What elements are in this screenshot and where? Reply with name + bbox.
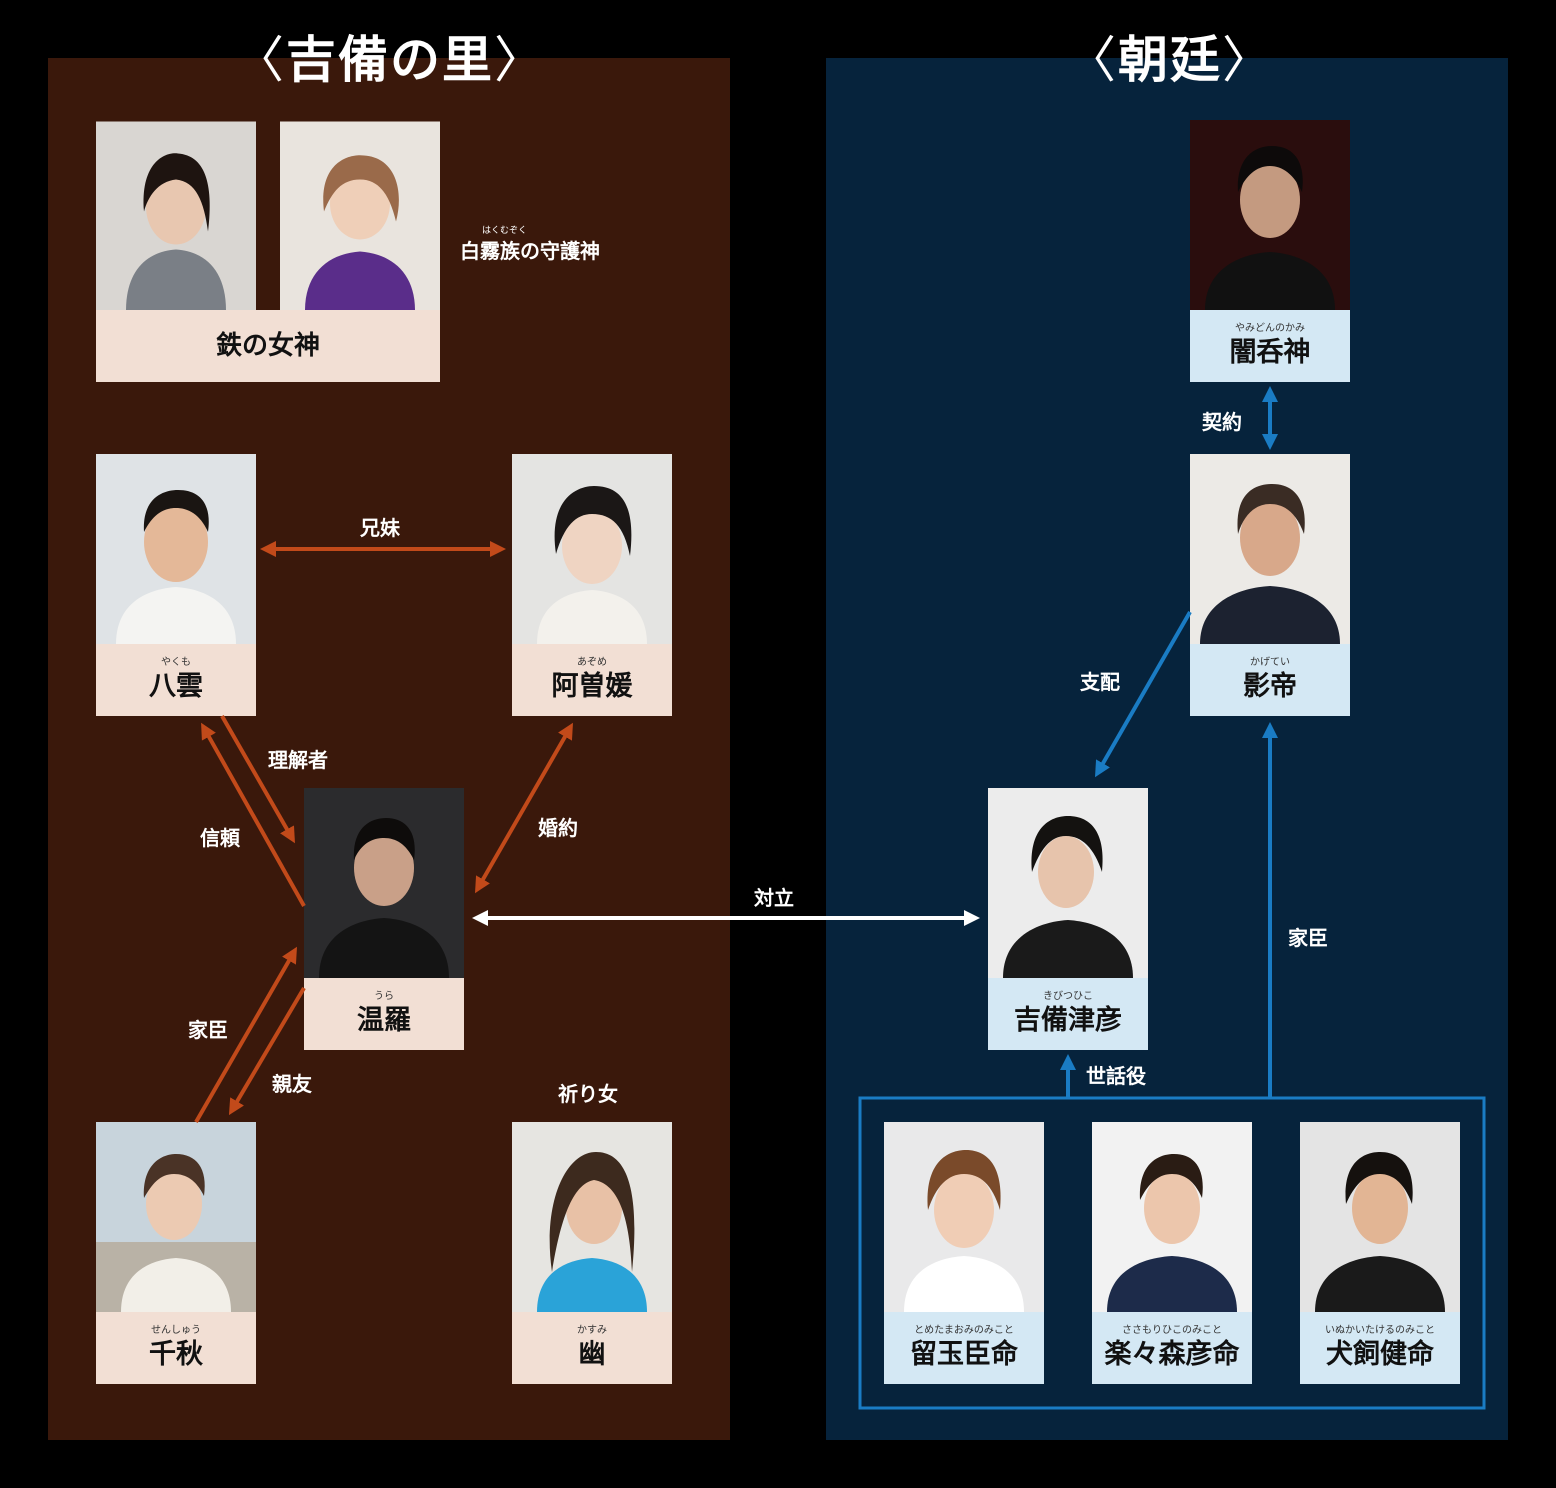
person-silhouette-icon	[1300, 1122, 1460, 1312]
inukai-plate: いぬかいたけるのみこと 犬飼健命	[1300, 1312, 1460, 1384]
inukai-photo	[1300, 1122, 1460, 1312]
court-title: 〈朝廷〉	[1066, 30, 1274, 89]
azome-plate: あぞめ 阿曽媛	[512, 644, 672, 716]
kasumi-photo	[512, 1122, 672, 1312]
ura-plate: うら 温羅	[304, 978, 464, 1050]
label-best-friend: 親友	[272, 1072, 312, 1096]
person-silhouette-icon	[1190, 120, 1350, 310]
label-rivalry: 対立	[754, 886, 794, 910]
label-siblings: 兄妹	[360, 516, 400, 540]
tometama-plate: とめたまおみのみこと 留玉臣命	[884, 1312, 1044, 1384]
label-contract: 契約	[1202, 410, 1242, 434]
kibitsuhiko-photo	[988, 788, 1148, 978]
label-retainer-right: 家臣	[1288, 926, 1328, 950]
sasamori-plate: ささもりひこのみこと 楽々森彦命	[1092, 1312, 1252, 1384]
label-kasumi-role: 祈り女	[558, 1082, 618, 1106]
yakumo-photo	[96, 454, 256, 644]
person-silhouette-icon	[304, 788, 464, 978]
person-silhouette-icon	[512, 454, 672, 644]
person-silhouette-icon	[512, 1122, 672, 1312]
kagetei-plate: かげてい 影帝	[1190, 644, 1350, 716]
senshu-photo	[96, 1122, 256, 1312]
sasamori-photo	[1092, 1122, 1252, 1312]
label-retainer-left: 家臣	[188, 1018, 228, 1042]
person-silhouette-icon	[1190, 454, 1350, 644]
village-title: 〈吉備の里〉	[234, 30, 546, 89]
azome-photo	[512, 454, 672, 644]
iron-goddess-photo-2	[280, 121, 440, 310]
person-silhouette-icon	[96, 454, 256, 644]
label-caretaker: 世話役	[1086, 1064, 1146, 1088]
person-silhouette-icon	[988, 788, 1148, 978]
person-silhouette-icon	[280, 121, 440, 310]
yamidon-plate: やみどんのかみ 闇呑神	[1190, 310, 1350, 382]
iron-goddess-plate: 鉄の女神	[96, 310, 440, 382]
yakumo-plate: やくも 八雲	[96, 644, 256, 716]
person-silhouette-icon	[884, 1122, 1044, 1312]
senshu-plate: せんしゅう 千秋	[96, 1312, 256, 1384]
person-silhouette-icon	[1092, 1122, 1252, 1312]
kasumi-plate: かすみ 幽	[512, 1312, 672, 1384]
ura-photo	[304, 788, 464, 978]
kibitsuhiko-plate: きびつひこ 吉備津彦	[988, 978, 1148, 1050]
person-silhouette-icon	[96, 1122, 256, 1312]
tometama-photo	[884, 1122, 1044, 1312]
kagetei-photo	[1190, 454, 1350, 644]
label-control: 支配	[1080, 670, 1120, 694]
guardian-label: はくむぞく 白霧族の守護神	[460, 226, 600, 263]
person-silhouette-icon	[96, 121, 256, 310]
label-engagement: 婚約	[538, 816, 578, 840]
iron-goddess-photo-1	[96, 121, 256, 310]
yamidon-photo	[1190, 120, 1350, 310]
label-understander: 理解者	[268, 748, 328, 772]
label-trust: 信頼	[200, 826, 240, 850]
